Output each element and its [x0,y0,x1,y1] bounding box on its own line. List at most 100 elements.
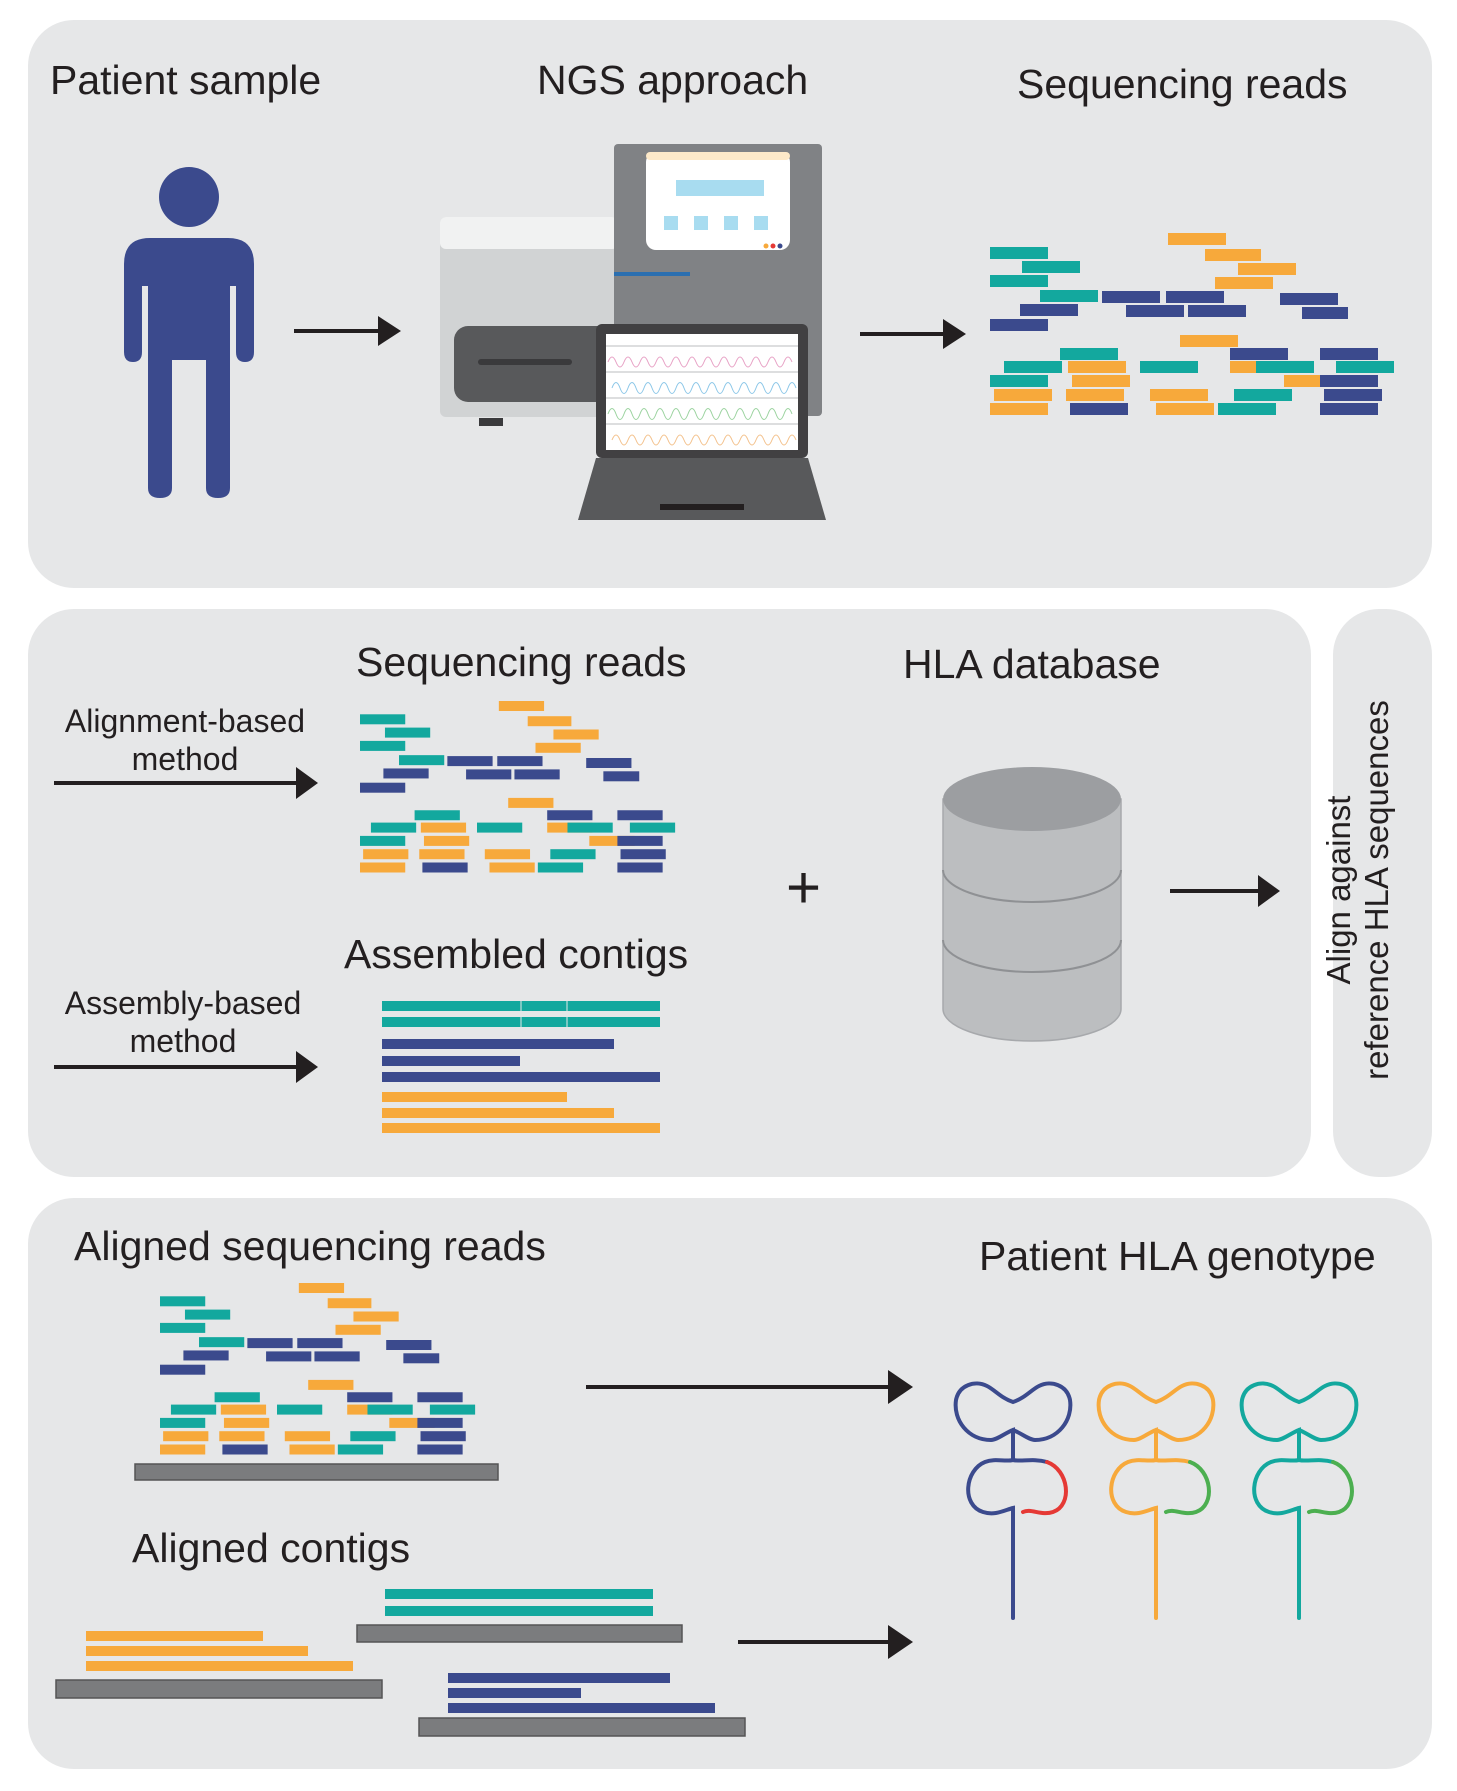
read-fragment [417,1444,463,1455]
read-fragment [335,1324,381,1335]
read-fragment [1336,361,1394,373]
read-fragment [535,742,581,753]
read-fragment [1150,389,1208,401]
read-fragment [1022,261,1080,273]
read-fragment [423,835,470,846]
read-fragment [160,1444,206,1455]
read-fragment [403,1353,440,1364]
read-fragment [337,1444,384,1455]
read-fragment [514,769,560,780]
sequencing-reads-icon [990,233,1394,415]
laptop-icon [578,324,826,520]
read-fragment [1320,348,1378,360]
panel-align-side [1333,609,1432,1177]
read-fragment [1102,291,1160,303]
read-fragment [298,1283,345,1293]
read-fragment [327,1298,372,1309]
read-fragment [589,835,635,846]
read-fragment [1320,375,1378,387]
sequencing-reads-label-mid: Sequencing reads [356,639,687,685]
read-fragment [1280,293,1338,305]
read-fragment [603,771,640,782]
read-fragment [990,403,1048,415]
read-fragment [1230,348,1288,360]
read-fragment [1168,233,1226,245]
read-fragment [247,1338,293,1349]
read-fragment [586,758,632,768]
read-fragment [360,835,406,846]
aligned-sequencing-reads-label: Aligned sequencing reads [74,1223,546,1269]
hla-chain [1096,1381,1216,1462]
arrows-panel2 [54,767,1280,1083]
read-fragment [990,375,1048,387]
read-fragment [497,756,543,767]
read-fragment [1156,403,1214,415]
read-fragment [1040,290,1098,302]
read-fragment [1234,389,1292,401]
read-fragment [220,1404,267,1415]
read-fragment [617,810,663,821]
read-fragment [1020,304,1078,316]
read-fragment [277,1404,323,1415]
read-fragment [360,740,406,751]
read-fragment [1004,361,1062,373]
read-fragment [550,849,596,860]
hla-chain [1021,1460,1068,1516]
read-fragment [1070,403,1128,415]
read-fragment [360,782,406,793]
read-fragment [484,849,531,860]
read-fragment [222,1444,268,1455]
read-fragment [160,1364,206,1375]
read-fragment [383,768,429,779]
read-fragment [1066,389,1124,401]
read-fragment [367,1404,413,1415]
read-fragment [360,862,406,873]
read-fragment [994,389,1052,401]
hla-chain [1164,1460,1211,1516]
hla-chain [1297,1458,1335,1464]
read-fragment [420,822,467,833]
read-fragment [1205,249,1261,261]
read-fragment [1238,263,1296,275]
read-fragment [1060,348,1118,360]
read-fragment [360,714,406,725]
read-fragment [527,716,572,727]
plus-sign: + [786,854,822,921]
read-fragment [183,1350,229,1361]
arrows-panel3 [586,1370,913,1659]
read-fragment [547,810,593,821]
read-fragment [1320,403,1378,415]
read-fragment [567,822,613,833]
read-fragment [422,862,468,873]
hla-chain [966,1458,1015,1620]
database-icon [942,767,1122,1042]
read-fragment [447,756,493,767]
read-fragment [1256,361,1314,373]
read-fragment [363,849,409,860]
read-fragment [163,1431,209,1442]
read-fragment [617,862,663,873]
read-fragment [266,1351,312,1362]
reference-bars [55,1463,746,1737]
read-fragment [466,769,512,780]
aligned-reads [160,1283,476,1455]
sequencing-reads-label-top: Sequencing reads [1017,61,1348,107]
read-fragment [219,1431,265,1442]
read-fragment [284,1431,331,1442]
ngs-approach-label: NGS approach [537,57,809,103]
hla-database-label: HLA database [903,641,1161,687]
hla-chain [1011,1458,1049,1464]
panel-results [28,1198,1432,1769]
read-fragment [386,1340,432,1350]
read-fragment [1215,277,1273,289]
read-fragment [990,319,1048,331]
hla-chain [953,1381,1073,1462]
read-fragment [477,822,523,833]
read-fragment [297,1338,343,1349]
read-fragment [417,1392,463,1403]
read-fragment [498,701,545,711]
read-fragment [489,862,535,873]
read-fragment [553,729,599,740]
read-fragment [160,1322,206,1333]
assembled-contigs [382,1001,660,1133]
